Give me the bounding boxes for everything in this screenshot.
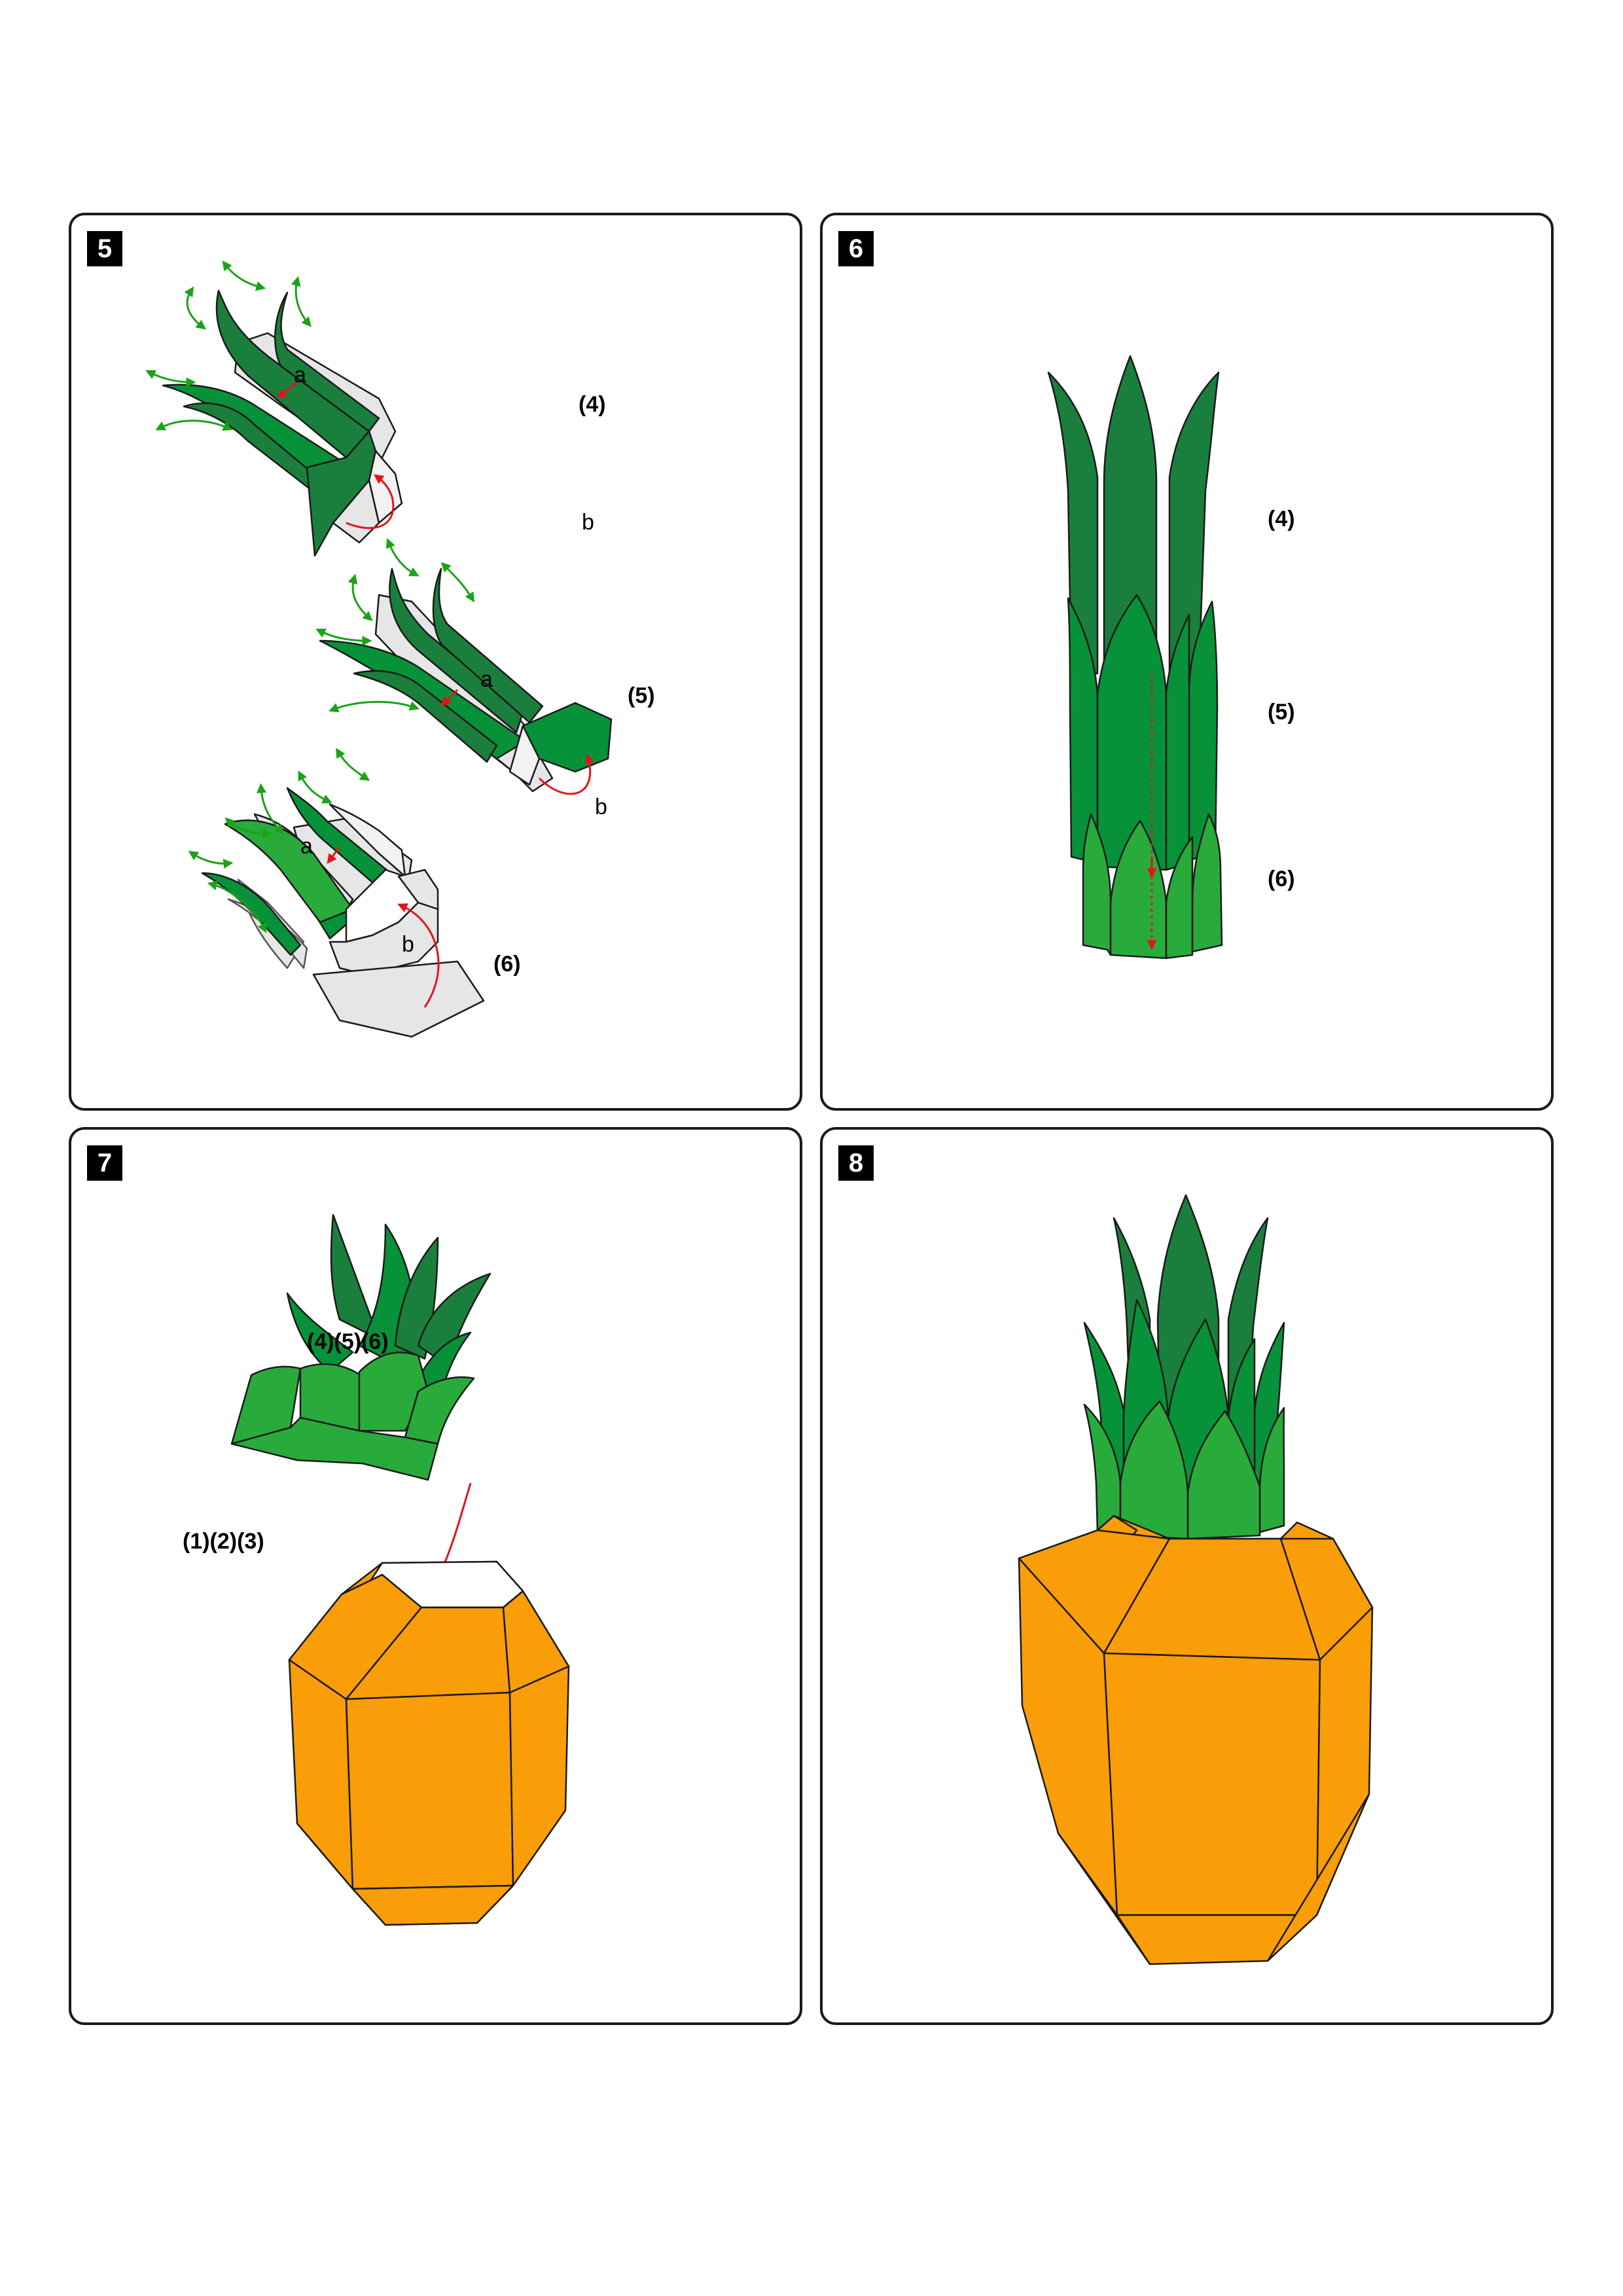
step-number-badge: 8 [838,1145,874,1181]
leaf-part-5-folding [319,567,613,793]
step-5-illustration [145,260,613,1038]
part-4-label: (4) [1268,507,1295,531]
step-6-illustration [1047,355,1223,960]
spread-arrows-part-4 [145,260,312,431]
insertion-arrow [437,1482,472,1579]
fold-arrow-a-part-6 [327,846,341,864]
fold-arrow-a-part-4 [277,381,298,399]
part-5-label: (5) [628,683,655,708]
step-5-panel: 5 [69,213,802,1111]
step-8-panel: 8 [820,1127,1554,2025]
step-7-illustration [230,1213,570,1926]
fold-a-label-part-4: a [294,363,306,387]
fold-arrow-b-part-4 [346,474,395,529]
leaf-part-6-stacked [1082,813,1223,960]
step-number-badge: 7 [87,1145,122,1181]
step-6-panel: 6 [820,213,1554,1111]
leaf-part-5-stacked [1067,594,1219,871]
leaf-crown-assembled [230,1213,491,1481]
fold-a-label-part-6: a [300,834,313,859]
leaves-label: (4)(5)(6) [307,1329,389,1354]
part-4-label: (4) [579,392,606,417]
fold-b-label-part-4: b [582,510,594,535]
fold-arrow-b-part-5 [538,753,595,795]
pineapple-body [288,1560,570,1926]
part-6-label: (6) [493,952,521,977]
step-7-panel: 7 [69,1127,802,2025]
leaf-part-6-folding [201,787,485,1038]
finished-pineapple-body [1018,1515,1374,1965]
fold-arrow-b-part-6 [397,903,440,1008]
fold-a-label-part-5: a [480,667,493,692]
finished-leaf-crown [1083,1194,1285,1540]
fold-b-label-part-5: b [595,795,607,819]
spread-arrows-part-6 [188,747,370,933]
step-number-badge: 5 [87,231,122,266]
step-8-illustration [1018,1194,1374,1965]
fold-b-label-part-6: b [402,932,414,957]
part-6-label: (6) [1268,867,1295,891]
part-5-label: (5) [1268,700,1295,725]
step-number-badge: 6 [838,231,874,266]
spread-arrows-part-5 [315,538,474,713]
fold-arrow-a-part-5 [440,689,459,707]
leaf-part-4-folding [162,289,403,557]
body-label: (1)(2)(3) [183,1529,264,1554]
